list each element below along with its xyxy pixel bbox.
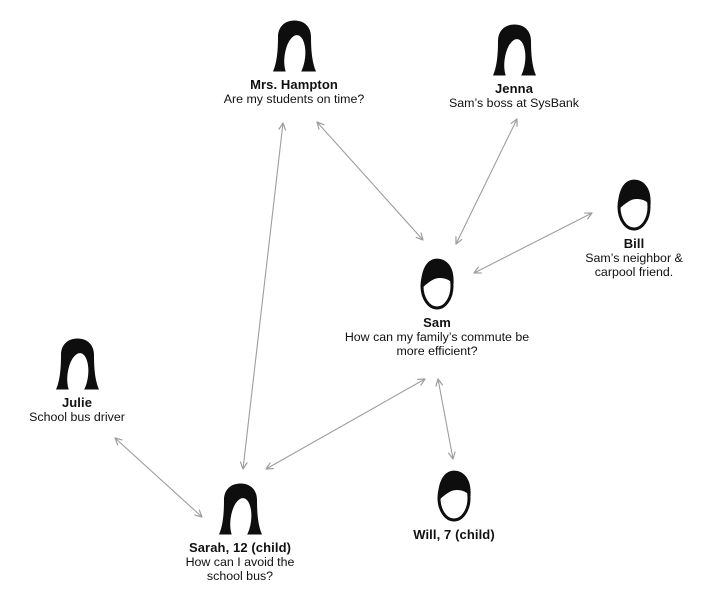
person-name: Will, 7 (child) bbox=[413, 527, 495, 542]
person-avatar bbox=[354, 468, 554, 522]
person-description-line: How can I avoid the bbox=[185, 555, 295, 569]
person-will: Will, 7 (child) bbox=[354, 468, 554, 542]
person-description-line: carpool friend. bbox=[594, 264, 674, 279]
connection-sam-will bbox=[435, 378, 456, 460]
woman-icon bbox=[492, 24, 536, 76]
person-avatar bbox=[337, 256, 537, 310]
person-description-line: Sam’s boss at SysBank bbox=[449, 96, 579, 110]
person-description: School bus driver bbox=[0, 410, 177, 425]
woman-icon bbox=[272, 20, 316, 72]
connection-mrs-hampton-sam bbox=[316, 121, 424, 241]
person-description-line: more efficient? bbox=[396, 343, 478, 358]
person-description-line: School bus driver bbox=[29, 410, 125, 424]
connection-sam-sarah bbox=[265, 378, 426, 470]
person-avatar bbox=[140, 483, 340, 535]
person-avatar bbox=[0, 338, 177, 390]
person-description-line: Sam’s neighbor & bbox=[585, 251, 683, 265]
woman-icon bbox=[218, 483, 262, 535]
person-name: Julie bbox=[61, 395, 93, 410]
person-name: Bill bbox=[623, 236, 645, 251]
woman-icon bbox=[55, 338, 99, 390]
person-name: Jenna bbox=[494, 81, 534, 96]
person-description: Sam’s boss at SysBank bbox=[414, 96, 614, 111]
person-description: Sam’s neighbor &carpool friend. bbox=[534, 251, 704, 280]
connection-bill-sam bbox=[473, 212, 593, 274]
connection-jenna-sam bbox=[455, 118, 518, 245]
man-icon bbox=[437, 470, 471, 522]
connection-mrs-hampton-sarah bbox=[239, 122, 287, 470]
person-avatar bbox=[534, 177, 704, 231]
person-description: Are my students on time? bbox=[194, 92, 394, 107]
man-icon bbox=[420, 258, 454, 310]
person-avatar bbox=[194, 20, 394, 72]
person-description-line: school bus? bbox=[206, 568, 274, 583]
man-icon bbox=[617, 179, 651, 231]
person-description-line: How can my family’s commute be bbox=[344, 330, 530, 344]
connection-julie-sarah bbox=[114, 437, 203, 518]
person-avatar bbox=[414, 24, 614, 76]
person-name: Mrs. Hampton bbox=[250, 77, 338, 92]
person-description-line: Are my students on time? bbox=[223, 92, 365, 106]
person-name: Sam bbox=[423, 315, 451, 330]
person-name: Sarah, 12 (child) bbox=[188, 540, 292, 555]
